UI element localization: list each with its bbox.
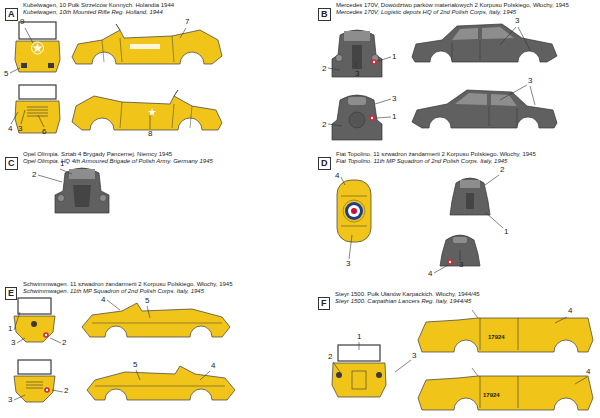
callout-number: 4 <box>101 296 105 304</box>
vehicle-number: 17924 <box>488 334 505 340</box>
panel-heading: BMercedes 170V, Dowództwo parków materia… <box>318 3 571 17</box>
callout-number: 3 <box>459 261 463 269</box>
callout-number: 1 <box>392 53 396 61</box>
panel-caption: Schwimmwagen. 11th MP Squadron of 2nd Po… <box>23 288 204 295</box>
callout-number: 3 <box>515 17 519 25</box>
callout-number: 5 <box>145 297 149 305</box>
panel-letter: D <box>318 157 331 170</box>
callout-number: 1 <box>392 113 396 121</box>
panel-heading: COpel Olimpia. Sztab 4 Brygady Pancernej… <box>5 152 215 166</box>
callout-number: 6 <box>42 128 46 136</box>
callout-number: 4 <box>335 172 339 180</box>
callout-number: 3 <box>528 77 532 85</box>
callout-number: 5 <box>133 361 137 369</box>
callout-number: 1 <box>504 228 508 236</box>
panel-heading: DFiat Topolino. 11 szwadron żandarmerii … <box>318 152 538 166</box>
callout-number: 4 <box>428 270 432 278</box>
panel-caption: Steyr 1500. Carpathian Lancers Reg. Ital… <box>335 298 471 305</box>
callout-number: 3 <box>392 95 396 103</box>
panel-letter: B <box>318 8 331 21</box>
panel-caption: Steyr 1500. Pułk Ułanów Karpackich. Włoc… <box>335 291 480 298</box>
panel-caption: Kubelwagen, 10 Pułk Strzelców Konnych. H… <box>23 2 174 9</box>
callout-number: 1 <box>60 160 64 168</box>
panel-heading: AKubelwagen, 10 Pułk Strzelców Konnych. … <box>5 3 177 17</box>
callout-number: 9 <box>20 18 24 26</box>
panel-letter: F <box>318 297 330 310</box>
callout-number: 3 <box>11 339 15 347</box>
callout-number: 1 <box>357 333 361 341</box>
callout-number: 2 <box>64 387 68 395</box>
panel-caption: Fiat Topolino. 11 szwadron żandarmerii 2… <box>336 151 536 158</box>
callout-number: 2 <box>500 166 504 174</box>
callout-number: 2 <box>32 171 36 179</box>
callout-number: 2 <box>322 65 326 73</box>
panel-caption: Fiat Topolino. 11th MP Squadron of 2nd P… <box>336 158 507 165</box>
callout-number: 3 <box>412 352 416 360</box>
callout-number: 4 <box>568 307 572 315</box>
callout-number: 3 <box>18 125 22 133</box>
vehicle-number: 17924 <box>483 392 500 398</box>
callout-number: 5 <box>4 70 8 78</box>
panel-caption: Mercedes 170V, Dowództwo parków materiał… <box>336 2 569 9</box>
callout-number: 2 <box>328 353 332 361</box>
callout-number: 3 <box>346 260 350 268</box>
callout-number: 2 <box>62 339 66 347</box>
panel-letter: A <box>5 8 18 21</box>
callout-number: 1 <box>8 325 12 333</box>
callout-number: 4 <box>586 368 590 376</box>
callout-number: 2 <box>322 121 326 129</box>
panel-heading: ESchwimmwagen. 11 szwadron żandarmerii 2… <box>5 282 235 296</box>
callout-number: 4 <box>8 125 12 133</box>
callout-number: 3 <box>355 70 359 78</box>
panel-caption: Opel Olimpia. Sztab 4 Brygady Pancernej.… <box>23 151 172 158</box>
panel-heading: FSteyr 1500. Pułk Ułanów Karpackich. Wło… <box>318 292 482 306</box>
callout-number: 3 <box>8 396 12 404</box>
panel-caption: Kubelwagen, 10th Mounted Rifle Reg. Holl… <box>23 9 163 16</box>
panel-caption: Schwimmwagen. 11 szwadron żandarmerii 2 … <box>23 281 233 288</box>
callout-number: 4 <box>211 362 215 370</box>
panel-caption: Mercedes 170V, Logistic depots HQ of 2nd… <box>336 9 516 16</box>
callout-number: 7 <box>185 18 189 26</box>
panel-letter: C <box>5 157 18 170</box>
callout-number: 8 <box>148 130 152 138</box>
panel-letter: E <box>5 287 17 300</box>
panel-caption: Opel Olimpia. HQ 4th Armoured Brigade of… <box>23 158 213 165</box>
